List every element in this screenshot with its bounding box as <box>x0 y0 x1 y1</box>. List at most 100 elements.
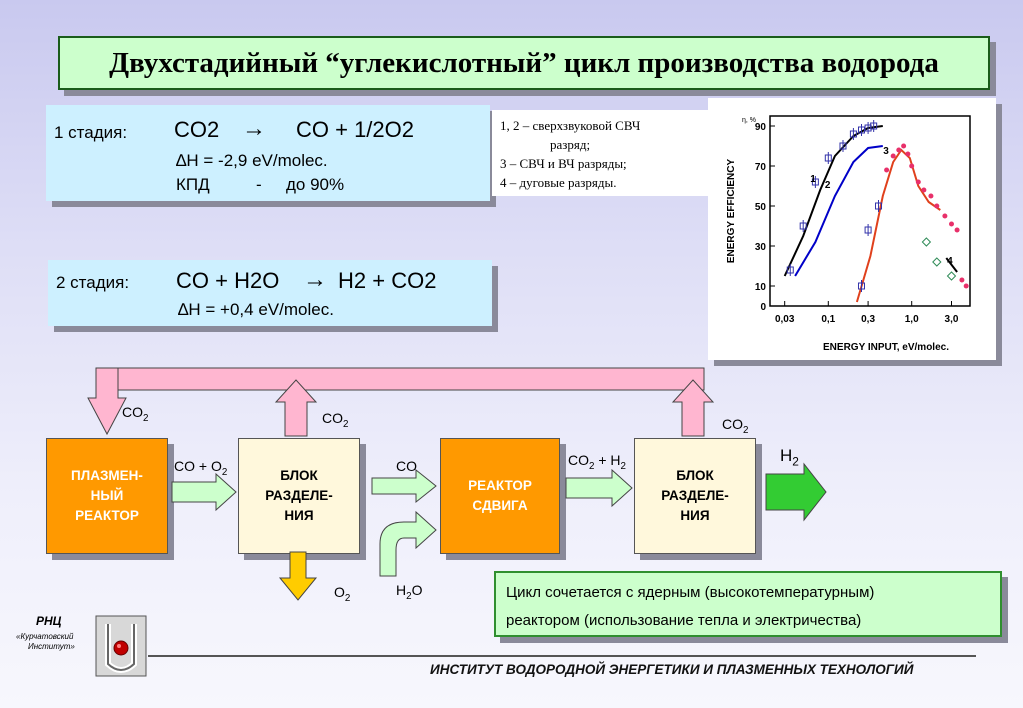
logo-sub-2: Институт» <box>28 642 75 651</box>
stage1-enthalpy: ∆H = -2,9 eV/molec. <box>176 151 328 170</box>
stage2-panel: 2 стадия: CO + H2O → H2 + CO2 ∆H = +0,4 … <box>48 260 492 326</box>
y-tick-label: 0 <box>760 302 766 313</box>
stage1-panel: 1 стадия: CO2 → CO + 1/2O2 ∆H = -2,9 eV/… <box>46 105 490 201</box>
label-co-text: CO <box>396 458 417 474</box>
note-panel: Цикл сочетается с ядерным (высокотемпера… <box>494 571 1002 637</box>
series-label-1: 1 <box>810 174 816 185</box>
stage1-kpd-dash: - <box>256 175 262 194</box>
stage1-arrow: → <box>242 115 266 142</box>
label-co-o2: CO + O2 <box>174 458 227 478</box>
label-co-o2-text: CO + O2 <box>174 458 228 478</box>
logo: РНЦ «Курчатовский Институт» <box>14 612 154 692</box>
arrow-co-o2 <box>171 472 237 512</box>
stage2-enthalpy: ∆H = +0,4 eV/molec. <box>178 300 334 319</box>
legend-line-1b: разряд; <box>550 137 591 152</box>
data-point <box>921 237 932 247</box>
arrow-co2-h2 <box>565 468 633 508</box>
label-co2-h2-text: CO2 + H2 <box>568 452 626 472</box>
label-co2-out2-text: CO2 <box>722 416 749 436</box>
data-point <box>948 221 954 227</box>
data-point <box>942 213 948 219</box>
series-label-2: 2 <box>825 180 831 191</box>
y-tick-label: 70 <box>755 162 767 173</box>
y-tick-label: 10 <box>755 282 767 293</box>
label-co2-h2: CO2 + H2 <box>568 452 626 472</box>
flow-arrows <box>171 462 827 601</box>
note-line-1: Цикл сочетается с ядерным (высокотемпера… <box>506 584 875 601</box>
legend-line-3: 4 – дуговые разряды. <box>500 175 617 190</box>
data-point <box>946 271 957 281</box>
label-co: CO <box>396 458 417 474</box>
label-o2-text: O2 <box>334 584 351 604</box>
page-title: Двухстадийный “углекислотный” цикл произ… <box>58 36 990 90</box>
x-axis-label: ENERGY INPUT, eV/molec. <box>823 342 949 353</box>
stage1-reactant: CO2 <box>174 117 220 142</box>
data-point <box>896 147 902 153</box>
x-tick-label: 0,3 <box>861 314 875 325</box>
label-o2: O2 <box>334 584 350 604</box>
x-tick-label: 0,03 <box>775 314 795 325</box>
y-axis-label: ENERGY EFFICIENCY <box>726 159 737 264</box>
stage1-product: CO + 1/2O2 <box>296 117 415 142</box>
label-h2o: H2O <box>396 582 422 602</box>
label-co2-in: CO2 <box>122 404 148 424</box>
stage1-label: 1 стадия: <box>54 123 128 142</box>
legend-line-2: 3 – СВЧ и ВЧ разряды; <box>500 156 627 171</box>
label-co2-out1: CO2 <box>322 410 348 430</box>
data-point <box>959 277 965 283</box>
legend-line-1: 1, 2 – сверхзвуковой СВЧ <box>500 118 641 133</box>
data-point <box>963 283 969 289</box>
data-point <box>928 193 934 199</box>
recycle-pipe-bar <box>95 367 705 391</box>
stage1-kpd-label: КПД <box>176 175 210 194</box>
logo-sub-1: «Курчатовский <box>16 632 74 641</box>
stage2-reactant: CO + H2O <box>176 268 280 293</box>
chart-legend: 1, 2 – сверхзвуковой СВЧ разряд; 3 – СВЧ… <box>492 110 708 196</box>
y-unit-label: η, % <box>742 117 756 124</box>
data-point <box>932 257 942 267</box>
series-label-4: 4 <box>947 256 953 267</box>
label-co2-out2: CO2 <box>722 416 748 436</box>
footer-divider <box>148 655 976 657</box>
stage1-kpd-value: до 90% <box>286 175 345 194</box>
data-point <box>909 163 915 169</box>
label-h2-text: H2 <box>780 446 799 469</box>
data-point <box>954 227 960 233</box>
label-co2-in-text: CO2 <box>122 404 149 424</box>
series-line-3 <box>855 148 941 303</box>
recycle-pipe <box>87 367 715 437</box>
y-tick-label: 90 <box>755 122 767 133</box>
atom-logo-icon <box>95 615 147 677</box>
co2-return-arrow <box>87 367 127 436</box>
co2-out-arrow-2 <box>671 379 715 437</box>
data-point <box>890 153 896 159</box>
series-label-3: 3 <box>883 146 889 157</box>
footer-institute: ИНСТИТУТ ВОДОРОДНОЙ ЭНЕРГЕТИКИ И ПЛАЗМЕН… <box>430 662 914 677</box>
data-point <box>901 143 907 149</box>
x-tick-label: 3,0 <box>945 314 959 325</box>
x-tick-label: 1,0 <box>905 314 919 325</box>
arrow-h2o <box>379 510 437 577</box>
y-tick-label: 50 <box>755 202 767 213</box>
arrow-co <box>371 468 437 504</box>
data-point <box>921 187 927 193</box>
x-tick-label: 0,1 <box>821 314 835 325</box>
data-point <box>905 151 911 157</box>
stage2-arrow: → <box>303 266 327 293</box>
arrow-h2 <box>765 462 827 522</box>
chart-frame <box>769 115 971 307</box>
logo-name: РНЦ <box>36 614 62 628</box>
stage2-product: H2 + CO2 <box>338 268 437 293</box>
co2-out-arrow-1 <box>274 379 318 437</box>
stage2-label: 2 стадия: <box>56 273 130 292</box>
data-point <box>934 203 940 209</box>
